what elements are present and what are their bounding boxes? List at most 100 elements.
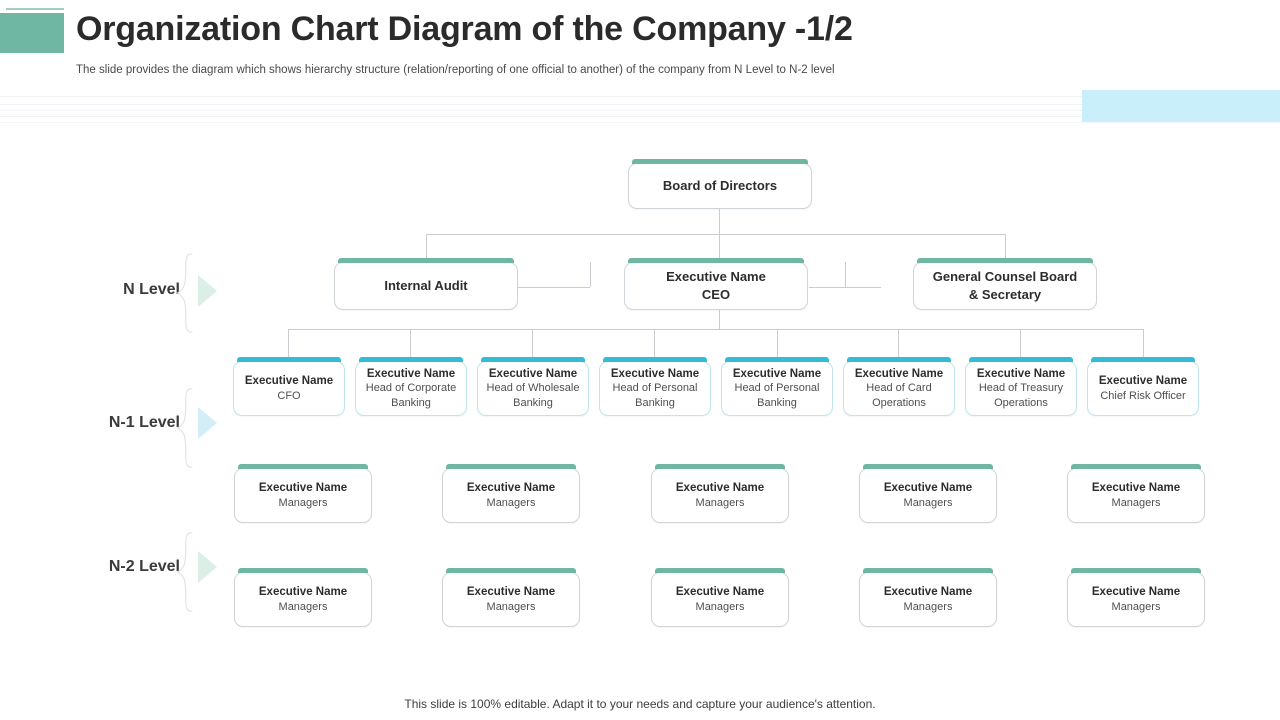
- node-manager-r2-3[interactable]: Executive Name Managers: [651, 568, 789, 627]
- connector-audit-to-ceo-h: [518, 287, 590, 288]
- brace-n-level: [176, 253, 193, 333]
- node-line1: Internal Audit: [384, 277, 468, 293]
- node-cap: [1071, 464, 1201, 469]
- node-line2: Managers: [695, 496, 745, 509]
- node-manager-r1-2[interactable]: Executive Name Managers: [442, 464, 580, 523]
- connector-root-down: [719, 209, 720, 234]
- node-cap: [1071, 568, 1201, 573]
- node-cap: [632, 159, 808, 164]
- node-ceo[interactable]: Executive Name CEO: [624, 258, 808, 310]
- node-cap: [481, 357, 585, 362]
- node-line1: Executive Name: [1098, 374, 1188, 387]
- node-internal-audit[interactable]: Internal Audit: [334, 258, 518, 310]
- node-line1: Executive Name: [854, 367, 944, 380]
- connector-n-drop-counsel: [1005, 234, 1006, 262]
- node-line1: Executive Name: [666, 268, 766, 284]
- node-line2: Head of Treasury Operations: [978, 382, 1064, 409]
- connector-n-bus: [426, 234, 1006, 235]
- level-label-n: N Level: [123, 281, 180, 298]
- connector-n1-drop-8: [1143, 329, 1144, 361]
- node-line1: Executive Name: [258, 481, 348, 494]
- node-line1: Executive Name: [258, 585, 348, 598]
- node-line2: CFO: [277, 389, 301, 402]
- node-line1: Executive Name: [466, 481, 556, 494]
- node-head-personal-banking-2[interactable]: Executive Name Head of Personal Banking: [721, 357, 833, 416]
- node-line1: Executive Name: [466, 585, 556, 598]
- node-cfo[interactable]: Executive Name CFO: [233, 357, 345, 416]
- node-line1: Executive Name: [732, 367, 822, 380]
- connector-n1-drop-6: [898, 329, 899, 361]
- node-cap: [359, 357, 463, 362]
- node-head-treasury-operations[interactable]: Executive Name Head of Treasury Operatio…: [965, 357, 1077, 416]
- node-manager-r2-2[interactable]: Executive Name Managers: [442, 568, 580, 627]
- brace-n2-level: [176, 532, 193, 612]
- node-line1: Executive Name: [675, 481, 765, 494]
- level-arrow-n-icon: [198, 275, 217, 307]
- node-cap: [238, 464, 368, 469]
- node-line1: Board of Directors: [662, 177, 778, 193]
- connector-n-drop-internal-audit: [426, 234, 427, 262]
- node-cap: [446, 568, 576, 573]
- node-manager-r1-4[interactable]: Executive Name Managers: [859, 464, 997, 523]
- node-cap: [655, 568, 785, 573]
- page-title: Organization Chart Diagram of the Compan…: [76, 10, 853, 48]
- node-line2: Managers: [695, 600, 745, 613]
- node-cap: [628, 258, 804, 263]
- node-head-personal-banking-1[interactable]: Executive Name Head of Personal Banking: [599, 357, 711, 416]
- node-board-of-directors[interactable]: Board of Directors: [628, 159, 812, 209]
- connector-n1-drop-7: [1020, 329, 1021, 361]
- node-cap: [847, 357, 951, 362]
- node-cap: [725, 357, 829, 362]
- header-divider-3: [0, 110, 1280, 111]
- node-cap: [863, 464, 993, 469]
- node-manager-r2-4[interactable]: Executive Name Managers: [859, 568, 997, 627]
- node-line2: Managers: [486, 600, 536, 613]
- title-accent-line: [6, 8, 64, 10]
- node-line2: Head of Corporate Banking: [365, 382, 457, 409]
- node-cap: [237, 357, 341, 362]
- node-line2: Managers: [278, 496, 328, 509]
- node-line2: Managers: [486, 496, 536, 509]
- node-line2: Head of Wholesale Banking: [486, 382, 580, 409]
- node-head-wholesale-banking[interactable]: Executive Name Head of Wholesale Banking: [477, 357, 589, 416]
- node-line2: & Secretary: [968, 286, 1042, 302]
- node-line2: Head of Personal Banking: [612, 382, 698, 409]
- node-line2: Head of Personal Banking: [734, 382, 820, 409]
- level-arrow-n2-icon: [198, 551, 217, 583]
- node-manager-r2-5[interactable]: Executive Name Managers: [1067, 568, 1205, 627]
- node-line1: Executive Name: [1091, 585, 1181, 598]
- node-line1: Executive Name: [244, 374, 334, 387]
- node-manager-r1-3[interactable]: Executive Name Managers: [651, 464, 789, 523]
- node-manager-r1-1[interactable]: Executive Name Managers: [234, 464, 372, 523]
- node-line1: Executive Name: [675, 585, 765, 598]
- node-cap: [655, 464, 785, 469]
- node-cap: [338, 258, 514, 263]
- node-manager-r2-1[interactable]: Executive Name Managers: [234, 568, 372, 627]
- node-line1: General Counsel Board: [932, 268, 1078, 284]
- connector-n1-drop-2: [410, 329, 411, 361]
- level-arrow-n1-icon: [198, 407, 217, 439]
- node-general-counsel[interactable]: General Counsel Board & Secretary: [913, 258, 1097, 310]
- node-manager-r1-5[interactable]: Executive Name Managers: [1067, 464, 1205, 523]
- node-line1: Executive Name: [976, 367, 1066, 380]
- node-line1: Executive Name: [883, 481, 973, 494]
- connector-n1-drop-3: [532, 329, 533, 361]
- node-head-card-operations[interactable]: Executive Name Head of Card Operations: [843, 357, 955, 416]
- connector-n1-bus: [288, 329, 1143, 330]
- node-cap: [238, 568, 368, 573]
- connector-ceo-to-counsel-v: [845, 262, 846, 287]
- connector-n1-drop-1: [288, 329, 289, 361]
- node-line2: Chief Risk Officer: [1100, 389, 1186, 402]
- footer-note: This slide is 100% editable. Adapt it to…: [404, 697, 876, 711]
- connector-ceo-down: [719, 310, 720, 329]
- node-head-corporate-banking[interactable]: Executive Name Head of Corporate Banking: [355, 357, 467, 416]
- node-chief-risk-officer[interactable]: Executive Name Chief Risk Officer: [1087, 357, 1199, 416]
- connector-n-drop-ceo: [719, 234, 720, 262]
- brace-n1-level: [176, 388, 193, 468]
- node-cap: [603, 357, 707, 362]
- node-line1: Executive Name: [488, 367, 578, 380]
- connector-audit-to-ceo-v: [590, 262, 591, 287]
- title-accent-block: [0, 13, 64, 53]
- node-line2: Managers: [1111, 496, 1161, 509]
